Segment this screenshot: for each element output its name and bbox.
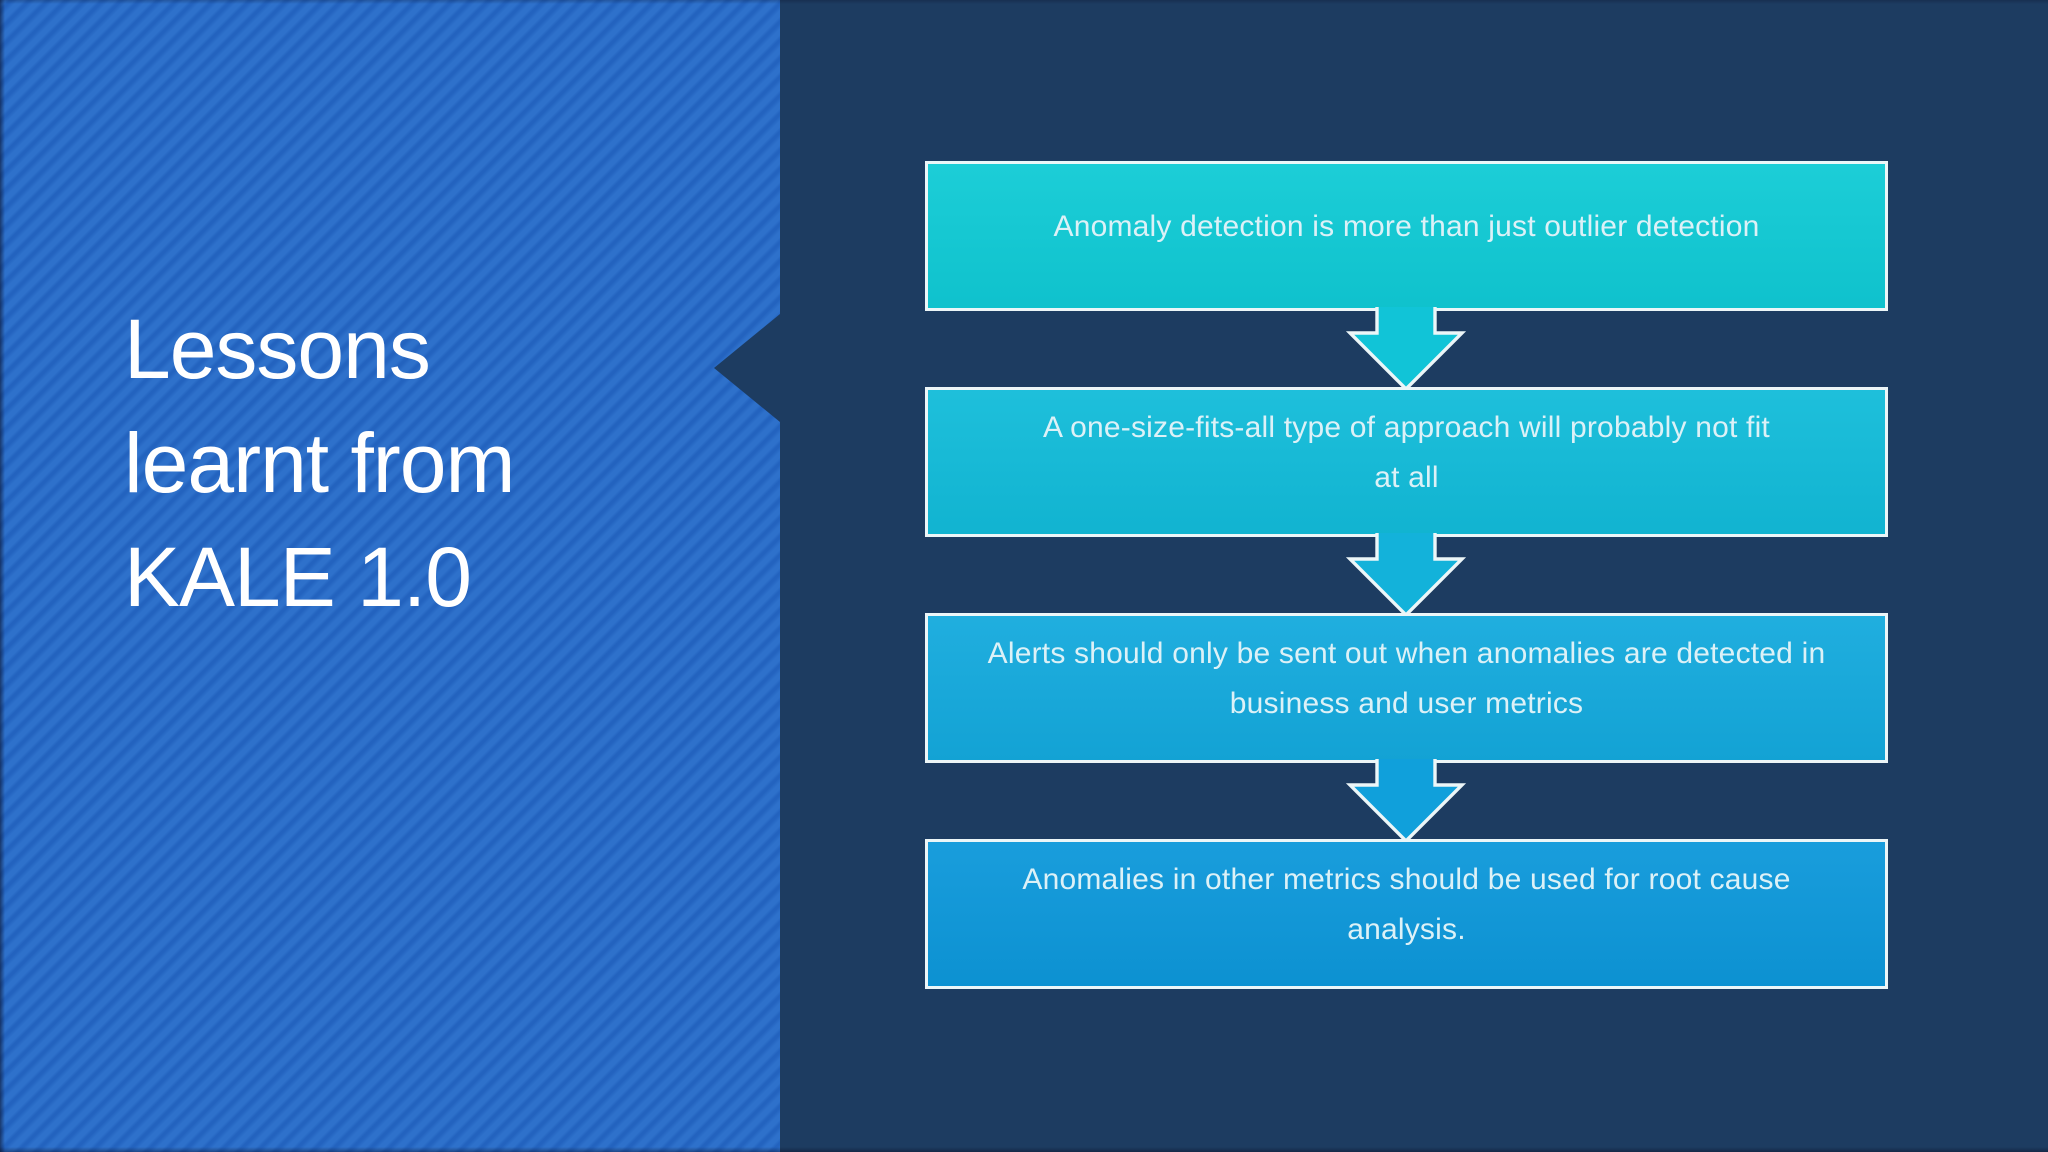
down-arrow-icon — [1345, 307, 1467, 392]
down-arrow-icon — [1345, 759, 1467, 844]
flow-box-4: Anomalies in other metrics should be use… — [925, 839, 1888, 989]
flow-box-text-line: Anomaly detection is more than just outl… — [1053, 210, 1760, 243]
flow-box-2: A one-size-fits-all type of approach wil… — [925, 387, 1888, 537]
title-panel: Lessons learnt from KALE 1.0 — [0, 0, 780, 1152]
title-line: learnt from — [124, 416, 515, 510]
flow-box-text-line: analysis. — [1347, 913, 1466, 946]
flow-box-3: Alerts should only be sent out when anom… — [925, 613, 1888, 763]
title-line: KALE 1.0 — [124, 530, 472, 624]
flow-box-text-line: at all — [1374, 461, 1439, 494]
flow-box-text-line: Anomalies in other metrics should be use… — [1022, 863, 1791, 896]
flow-box-label: A one-size-fits-all type of approach wil… — [1043, 403, 1770, 503]
flow-box-label: Anomalies in other metrics should be use… — [1022, 855, 1790, 955]
flow-box-label: Anomaly detection is more than just outl… — [1054, 202, 1760, 252]
slide-title: Lessons learnt from KALE 1.0 — [124, 292, 515, 634]
flow-box-text-line: business and user metrics — [1229, 687, 1584, 720]
flow-box-label: Alerts should only be sent out when anom… — [988, 629, 1826, 729]
title-line: Lessons — [124, 302, 431, 396]
flow-box-text-line: Alerts should only be sent out when anom… — [987, 637, 1826, 670]
down-arrow-icon — [1345, 533, 1467, 618]
flow-box-1: Anomaly detection is more than just outl… — [925, 161, 1888, 311]
flow-box-text-line: A one-size-fits-all type of approach wil… — [1043, 411, 1770, 444]
